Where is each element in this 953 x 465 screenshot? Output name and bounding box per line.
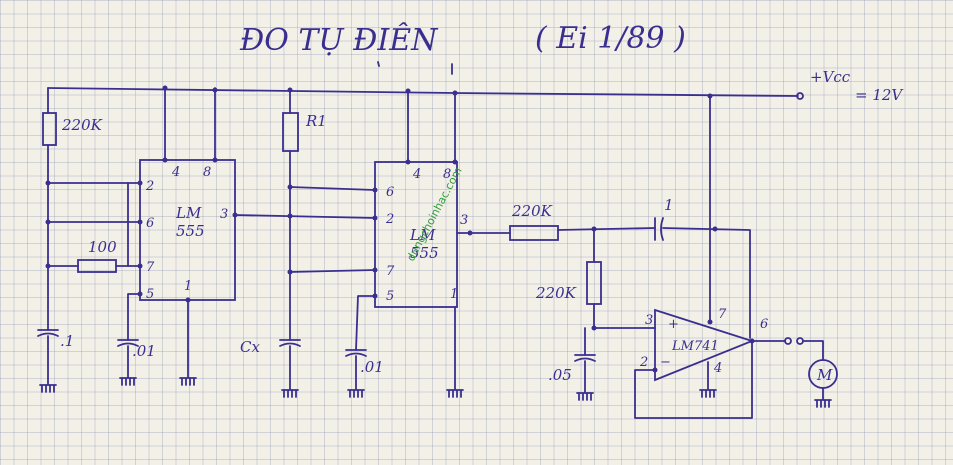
ic2-pin-7: 7: [386, 264, 395, 279]
supply-rail: +Vcc = 12V: [47, 68, 904, 104]
title-reference: ( Ei 1/89 ): [535, 21, 686, 56]
filter-network: 220K 1 220K .05: [456, 196, 751, 401]
cap-01-label: .1: [60, 332, 74, 350]
ic2-lm555: 4 8 6 2 7 5 3 1 LM 555 .01: [345, 88, 468, 398]
ic1-pin-2: 2: [145, 179, 154, 194]
ic2-pin-5: 5: [386, 289, 394, 304]
resistor-r1: [282, 112, 299, 152]
ic1-pin-8: 8: [203, 165, 211, 180]
resistor-220k-top: [42, 112, 57, 146]
ic1-pin-1: 1: [184, 279, 192, 294]
opamp-pin-2: 2: [639, 355, 648, 370]
ic2-pin-8: 8: [443, 167, 451, 182]
supply-label: +Vcc: [810, 68, 851, 86]
cap-1-label: 1: [664, 196, 674, 214]
resistor-220k-label: 220K: [61, 116, 103, 134]
cap-001b-label: .01: [360, 358, 384, 376]
opamp-name: LM741: [671, 339, 719, 354]
cap-001-label: .01: [132, 342, 156, 360]
ic1-pin-5: 5: [146, 287, 154, 302]
opamp-pin-7: 7: [718, 307, 727, 322]
supply-value: = 12V: [855, 86, 904, 104]
ic2-pin-4: 4: [412, 167, 421, 182]
ic2-model: 555: [410, 244, 439, 262]
timing-network: 220K 100 .1: [37, 87, 143, 393]
resistor-220k-series-label: 220K: [511, 202, 553, 220]
opamp-pin-3: 3: [645, 313, 653, 328]
opamp-pin-6: 6: [760, 317, 768, 332]
opamp-minus: −: [660, 355, 671, 370]
ic2-pin-2: 2: [385, 212, 394, 227]
title: ĐO TỤ ĐIÊN: [239, 22, 439, 58]
opamp-plus: +: [668, 317, 679, 332]
resistor-r1-label: R1: [305, 112, 327, 130]
ic2-pin-3: 3: [460, 213, 468, 228]
opamp-lm741: 3 + 2 − 7 4 6 LM741 M: [634, 93, 838, 419]
resistor-100-label: 100: [88, 238, 117, 256]
ic1-pin-6: 6: [146, 216, 154, 231]
cap-005-label: .05: [548, 366, 572, 384]
ic1-lm555: 4 8 2 6 7 5 3 1 LM 555 .01: [117, 85, 236, 386]
r1-cx-network: R1 Cx: [232, 87, 376, 398]
ic1-model: 555: [176, 222, 205, 240]
resistor-220k-series: [509, 225, 559, 241]
ic2-pin-6: 6: [386, 185, 394, 200]
cap-cx-label: Cx: [240, 338, 260, 356]
ic2-pin-1: 1: [450, 287, 458, 302]
ic1-pin-3: 3: [220, 207, 228, 222]
resistor-220k-shunt: [586, 261, 602, 305]
opamp-pin-4: 4: [713, 361, 722, 376]
ic2-name: LM: [409, 226, 436, 244]
ic1-pin-4: 4: [171, 165, 180, 180]
ic1-pin-7: 7: [146, 260, 155, 275]
resistor-100: [77, 259, 117, 273]
meter-label: M: [816, 366, 833, 384]
resistor-220k-shunt-label: 220K: [535, 284, 577, 302]
ic1-name: LM: [175, 204, 202, 222]
